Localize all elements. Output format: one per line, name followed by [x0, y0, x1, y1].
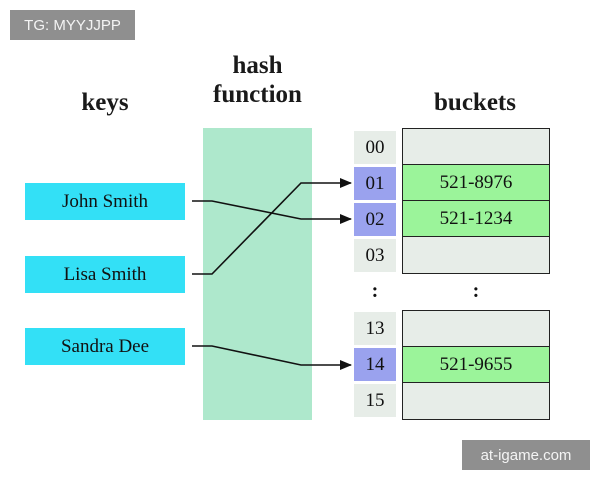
index-cell-13: 13: [354, 312, 396, 345]
key-lisa-smith: Lisa Smith: [25, 256, 185, 293]
bucket-02: 521-1234: [402, 201, 550, 237]
key-sandra-dee: Sandra Dee: [25, 328, 185, 365]
index-cell-00: 00: [354, 131, 396, 164]
bucket-01: 521-8976: [402, 165, 550, 201]
arrow-john-to-02: [192, 200, 352, 224]
index-cell-02: 02: [354, 203, 396, 236]
bucket-00: [402, 128, 550, 165]
bucket-13: [402, 310, 550, 347]
watermark: at-igame.com: [462, 440, 590, 470]
hash-heading-line2: function: [213, 80, 302, 108]
top-left-tag: TG: MYYJJPP: [10, 10, 135, 40]
bucket-03: [402, 237, 550, 274]
index-cell-01: 01: [354, 167, 396, 200]
hash-function-heading: hash function: [190, 52, 325, 110]
arrow-sandra-to-14: [192, 345, 352, 370]
index-ellipsis: :: [371, 280, 379, 302]
index-cell-03: 03: [354, 239, 396, 272]
hash-function-column: [203, 128, 312, 420]
hash-heading-line1: hash: [232, 52, 283, 79]
bucket-ellipsis: :: [472, 280, 480, 302]
keys-heading: keys: [81, 89, 129, 116]
buckets-heading: buckets: [434, 89, 516, 116]
bucket-15: [402, 383, 550, 420]
bucket-14: 521-9655: [402, 347, 550, 383]
arrow-lisa-to-01: [192, 178, 352, 275]
index-cell-14: 14: [354, 348, 396, 381]
index-cell-15: 15: [354, 384, 396, 417]
key-john-smith: John Smith: [25, 183, 185, 220]
